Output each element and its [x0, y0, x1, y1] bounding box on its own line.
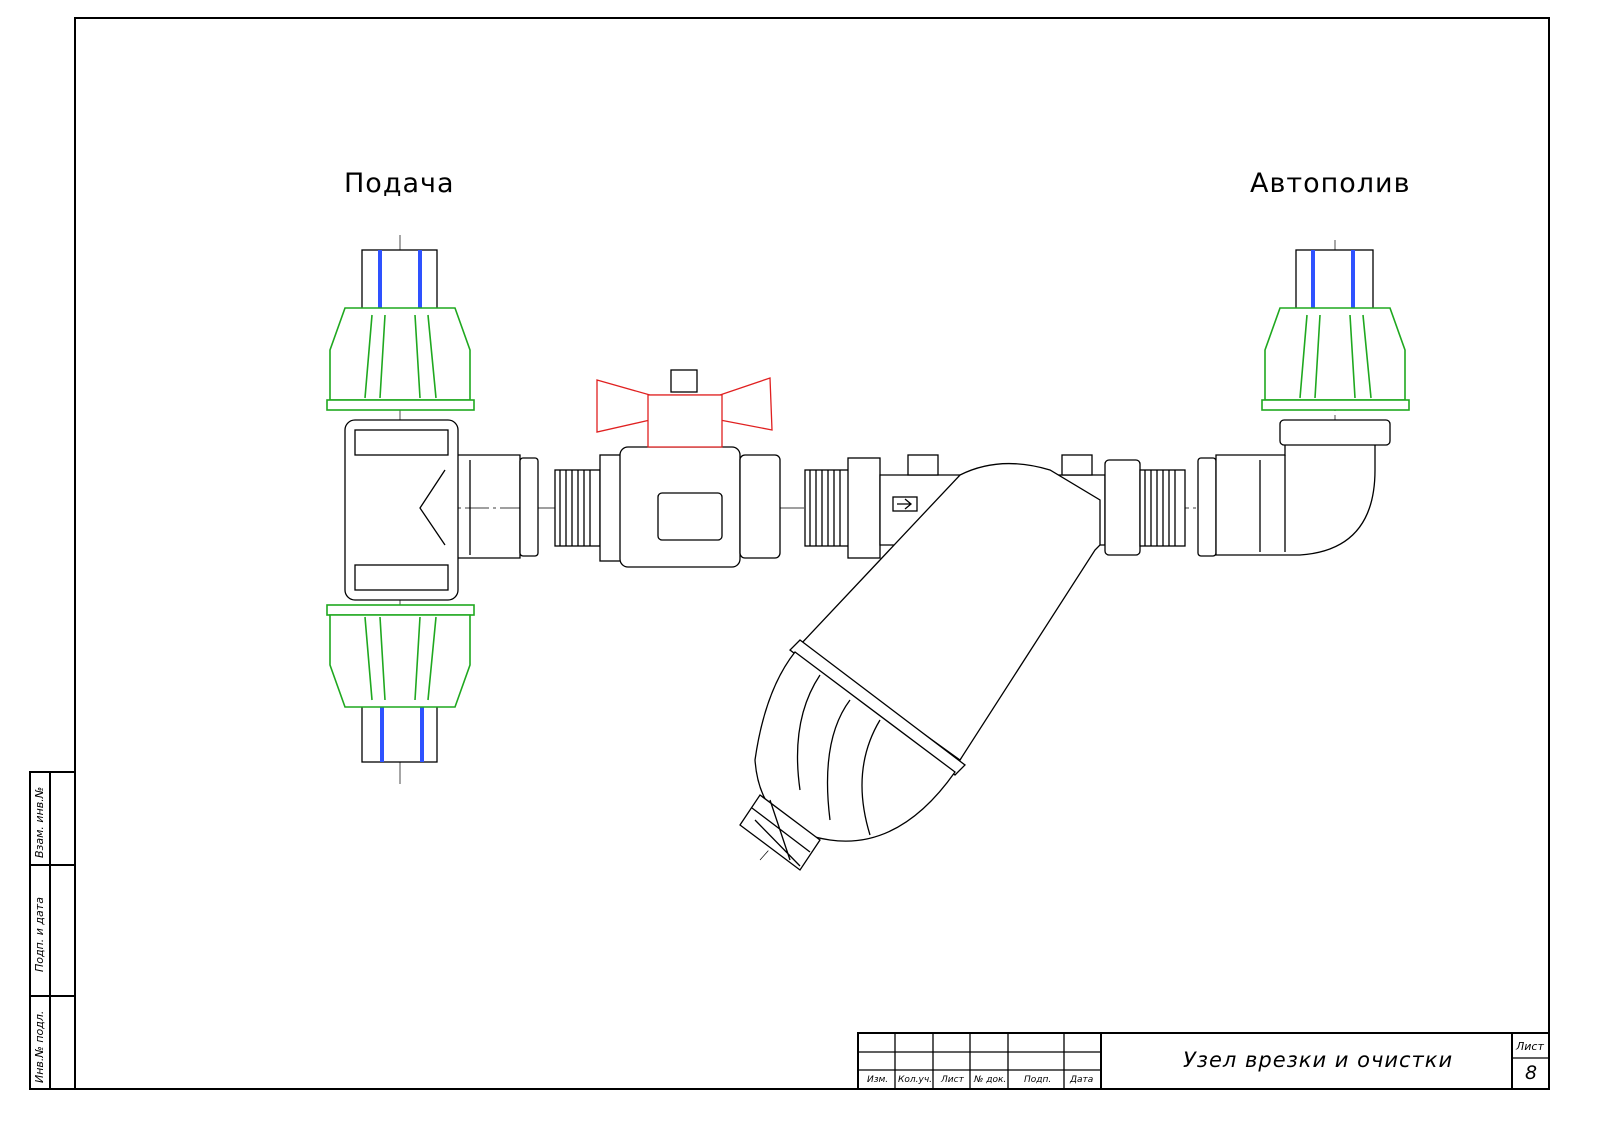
col-list: Лист	[941, 1075, 964, 1085]
output-label: Автополив	[1250, 168, 1411, 199]
sheet-number: 8	[1525, 1062, 1538, 1084]
valve-red-handle[interactable]	[596, 369, 773, 448]
col-doc: № док.	[974, 1075, 1007, 1085]
drawing-title: Узел врезки и очистки	[1183, 1048, 1454, 1072]
supply-bottom-coupling	[326, 604, 475, 708]
side-podp-data: Подп. и дата	[33, 897, 46, 972]
col-izm: Изм.	[867, 1075, 889, 1085]
supply-top-coupling	[326, 307, 475, 411]
supply-label: Подача	[344, 168, 455, 199]
ball-valve	[554, 369, 781, 568]
supply-tee-fitting	[326, 249, 539, 763]
sheet-label: Лист	[1516, 1040, 1544, 1053]
col-podp: Подп.	[1024, 1075, 1052, 1085]
y-filter	[739, 454, 1186, 871]
col-data: Дата	[1070, 1075, 1094, 1085]
output-coupling	[1261, 307, 1410, 411]
output-elbow-fitting	[1197, 249, 1410, 557]
side-strip	[29, 771, 76, 1090]
filter-bowl	[739, 639, 966, 871]
title-block-grid	[857, 1032, 1550, 1090]
side-vzam: Взам. инв.№	[33, 786, 46, 858]
drawing-frame	[74, 17, 1550, 1090]
side-inv-podl: Инв.№ подл.	[33, 1010, 46, 1083]
col-kol-uch: Кол.уч.	[898, 1075, 933, 1085]
